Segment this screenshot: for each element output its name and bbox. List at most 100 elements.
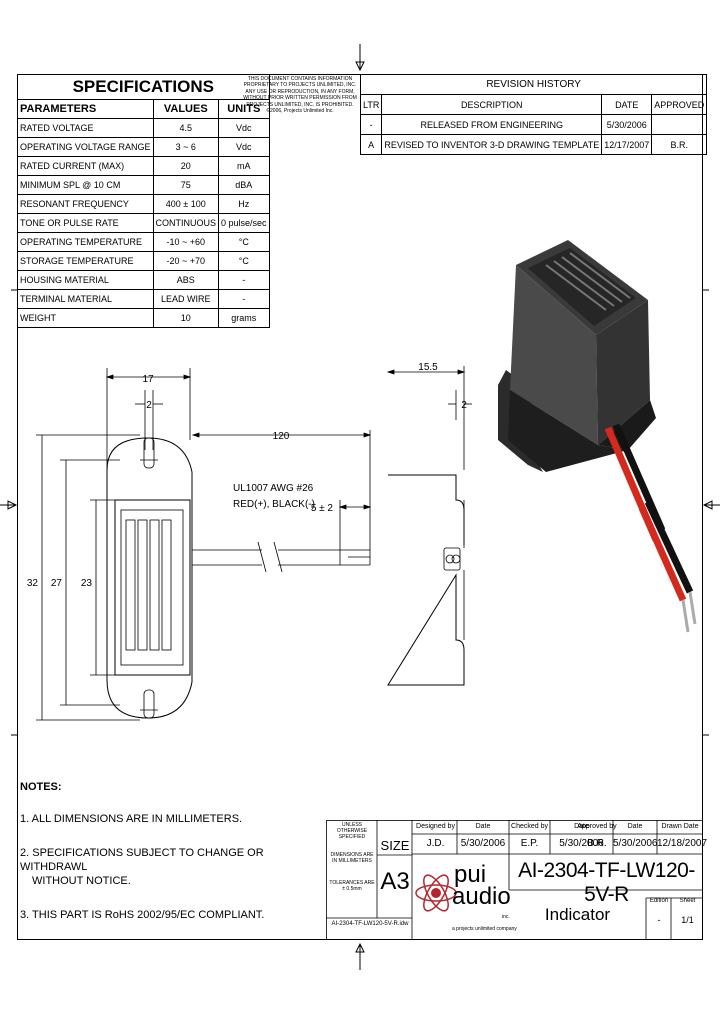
- rev-header-approved: APPROVED: [651, 94, 708, 115]
- pui-audio-logo-icon: [415, 874, 457, 912]
- spec-value: 75: [152, 175, 220, 195]
- spec-parameter: HOUSING MATERIAL: [17, 270, 154, 290]
- spec-unit: °C: [218, 232, 270, 252]
- buzzer-3d-render: [498, 240, 697, 633]
- spec-value: LEAD WIRE: [152, 289, 220, 309]
- logo-line2: audio: [452, 883, 511, 910]
- approved-by-label: Approved by: [577, 823, 617, 830]
- rev-header-date: DATE: [601, 94, 653, 115]
- drawn-date-label: Drawn Date: [661, 823, 699, 830]
- size-value: A3: [380, 868, 410, 895]
- checked-by: E.P.: [520, 838, 539, 849]
- rev-row-approved: B.R.: [651, 134, 708, 155]
- spec-parameter: RATED VOLTAGE: [17, 118, 154, 138]
- spec-unit: mA: [218, 156, 270, 176]
- tolerance-note-1: UNLESS OTHERWISE SPECIFIED: [336, 822, 368, 840]
- dim-slot-top: 2: [146, 400, 152, 411]
- dim-width-top: 17: [142, 374, 154, 385]
- dim-height-mid: 27: [51, 578, 63, 589]
- rev-row-approved: [651, 114, 708, 135]
- tolerance-note-3: TOLERANCES ARE ± 0.5mm: [329, 880, 375, 892]
- note-item: 3. THIS PART IS RoHS 2002/95/EC COMPLIAN…: [20, 909, 265, 921]
- notes-section: NOTES: 1. ALL DIMENSIONS ARE IN MILLIMET…: [20, 780, 320, 922]
- note-item: 2. SPECIFICATIONS SUBJECT TO CHANGE OR W…: [20, 847, 264, 873]
- title-block-grid: [326, 820, 703, 940]
- dim-height-outer: 32: [27, 578, 39, 589]
- wire-spec-line2: RED(+), BLACK(-): [233, 499, 315, 510]
- logo-line1: pui: [454, 861, 487, 888]
- spec-value: CONTINUOUS: [152, 213, 220, 233]
- notes-heading: NOTES:: [20, 781, 62, 793]
- file-name: AI-2304-TF-LW120-5V-R.idw: [331, 921, 409, 927]
- header-parameters: PARAMETERS: [17, 99, 154, 119]
- date-label-3: Date: [627, 823, 643, 830]
- dim-lead-length: 120: [273, 431, 290, 442]
- size-label: SIZE: [380, 838, 410, 853]
- spec-parameter: RATED CURRENT (MAX): [17, 156, 154, 176]
- spec-value: 20: [152, 156, 220, 176]
- drawn-date: 12/18/2007: [657, 838, 708, 849]
- spec-value: 3 ~ 6: [152, 137, 220, 157]
- edition-label: Edition: [649, 898, 669, 904]
- rev-row-date: 12/17/2007: [601, 134, 653, 155]
- spec-unit: Vdc: [218, 137, 270, 157]
- dim-height-inner: 23: [81, 578, 93, 589]
- spec-parameter: STORAGE TEMPERATURE: [17, 251, 154, 271]
- rev-row-description: REVISED TO INVENTOR 3-D DRAWING TEMPLATE: [381, 134, 603, 155]
- rev-row-description: RELEASED FROM ENGINEERING: [381, 114, 603, 135]
- part-number: AI-2304-TF-LW120-5V-R: [518, 859, 695, 906]
- date-label-1: Date: [475, 823, 491, 830]
- spec-parameter: MINIMUM SPL @ 10 CM: [17, 175, 154, 195]
- spec-value: 400 ± 100: [152, 194, 220, 214]
- spec-row: STORAGE TEMPERATURE-20 ~ +70°C: [17, 251, 270, 271]
- side-view-drawing: 15.5 2: [386, 362, 472, 686]
- header-units: UNITS: [218, 99, 270, 119]
- spec-unit: -: [218, 270, 270, 290]
- front-view-drawing: 17 2 120 32 27 23 UL1007 AWG #26 RED(+),…: [27, 368, 372, 721]
- rev-row-date: 5/30/2006: [601, 114, 653, 135]
- spec-unit: grams: [218, 308, 270, 328]
- sheet-label: Sheet: [679, 898, 696, 904]
- specifications-title: SPECIFICATIONS: [17, 74, 270, 100]
- spec-parameter: WEIGHT: [17, 308, 154, 328]
- spec-unit: 0 pulse/sec: [218, 213, 270, 233]
- spec-parameter: OPERATING TEMPERATURE: [17, 232, 154, 252]
- edition-value: -: [657, 915, 661, 925]
- spec-unit: dBA: [218, 175, 270, 195]
- spec-row: OPERATING TEMPERATURE-10 ~ +60°C: [17, 232, 270, 252]
- logo-tagline: a projects unlimited company: [452, 926, 517, 932]
- date-2: 5/30/2006: [559, 838, 604, 849]
- tolerance-note-2: DIMENSIONS ARE IN MILLIMETERS: [330, 852, 374, 864]
- spec-unit: -: [218, 289, 270, 309]
- sheet-value: 1/1: [681, 915, 694, 925]
- dim-side-slot: 2: [461, 400, 467, 411]
- note-item: 1. ALL DIMENSIONS ARE IN MILLIMETERS.: [20, 813, 243, 825]
- rev-row-ltr: A: [359, 134, 383, 155]
- logo-inc: inc.: [502, 914, 510, 920]
- spec-unit: °C: [218, 251, 270, 271]
- spec-parameter: RESONANT FREQUENCY: [17, 194, 154, 214]
- spec-value: 4.5: [152, 118, 220, 138]
- rev-row-ltr: -: [359, 114, 383, 135]
- revision-history-table: REVISION HISTORY LTR DESCRIPTION DATE AP…: [359, 74, 708, 155]
- designed-by-label: Designed by: [416, 823, 455, 830]
- spec-unit: Hz: [218, 194, 270, 214]
- spec-parameter: TONE OR PULSE RATE: [17, 213, 154, 233]
- spec-unit: Vdc: [218, 118, 270, 138]
- part-description: Indicator: [544, 905, 611, 924]
- date-1: 5/30/2006: [460, 838, 506, 849]
- approved-by: B.R.: [587, 838, 607, 849]
- dim-side-depth: 15.5: [418, 362, 438, 373]
- header-values: VALUES: [152, 99, 220, 119]
- confidential-notice: THIS DOCUMENT CONTAINS INFORMATION PROPR…: [243, 76, 357, 115]
- designed-by: J.D.: [426, 838, 445, 849]
